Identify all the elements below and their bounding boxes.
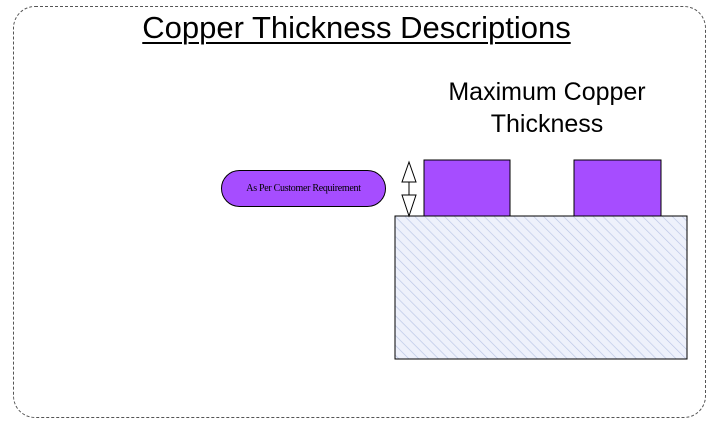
max-copper-label-line-1: Maximum Copper	[448, 78, 646, 106]
max-copper-label-line-2: Thickness	[490, 110, 604, 138]
double-arrow-icon	[401, 160, 417, 218]
arrow-up-head	[401, 160, 417, 183]
diagram-title: Copper Thickness Descriptions	[142, 10, 571, 45]
customer-requirement-callout: As Per Customer Requirement	[221, 170, 386, 207]
substrate-board	[394, 215, 688, 360]
copper-pad-right	[573, 159, 662, 217]
max-copper-label: Maximum Copper Thickness	[417, 76, 677, 140]
copper-pad-left	[423, 159, 511, 217]
arrow-down-head	[401, 194, 417, 218]
diagram-frame	[13, 6, 706, 418]
